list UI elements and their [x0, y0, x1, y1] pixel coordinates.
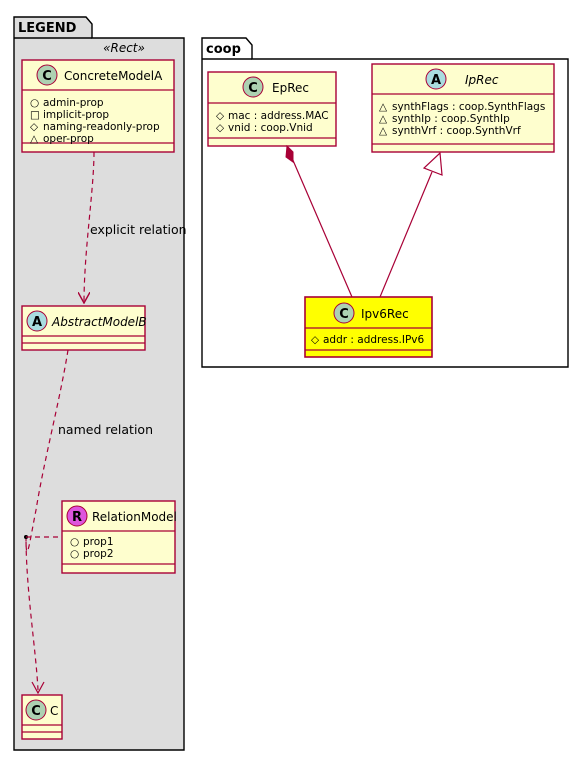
attribute-label: vnid : coop.Vnid: [228, 122, 313, 134]
edge-explicit-relation[interactable]: explicit relation: [84, 151, 187, 303]
attribute-label: prop1: [83, 536, 114, 548]
svg-text:A: A: [431, 73, 441, 88]
abstract-badge-icon: [26, 310, 48, 332]
attribute-visibility-icon: □: [30, 109, 40, 121]
legend-stereotype: «Rect»: [103, 41, 145, 55]
class-ipv6-rec[interactable]: C Ipv6Rec ◇ addr : address.IPv6: [304, 296, 433, 358]
class-name: EpRec: [272, 81, 309, 95]
composition-diamond-icon: [285, 144, 294, 163]
attribute-visibility-icon: ○: [70, 536, 79, 548]
class-badge-icon: [333, 302, 355, 324]
edge-label: explicit relation: [90, 222, 187, 237]
class-ip-rec[interactable]: A IpRec △ synthFlags : coop.SynthFlags △…: [371, 63, 555, 153]
class-abstract-model-b[interactable]: A AbstractModelB: [21, 305, 147, 351]
attribute-label: addr : address.IPv6: [323, 334, 425, 346]
edge-generalization-ipv6rec-iprec[interactable]: [379, 151, 443, 298]
coop-title: coop: [206, 42, 241, 57]
inheritance-triangle-icon: [422, 151, 443, 176]
class-name: ConcreteModelA: [64, 69, 163, 83]
class-badge-icon: [242, 76, 264, 98]
class-badge-icon: [36, 64, 58, 86]
svg-text:A: A: [32, 315, 42, 330]
attribute-label: admin-prop: [43, 97, 104, 109]
legend-title: LEGEND: [18, 21, 77, 36]
attribute-visibility-icon: ◇: [216, 110, 225, 122]
attribute-label: synthVrf : coop.SynthVrf: [392, 125, 521, 137]
svg-text:C: C: [42, 69, 52, 84]
svg-text:C: C: [248, 81, 258, 96]
attribute-visibility-icon: ◇: [30, 121, 39, 133]
class-name: AbstractModelB: [51, 315, 147, 329]
attribute-label: synthIp : coop.SynthIp: [392, 113, 510, 125]
attribute-visibility-icon: ◇: [216, 122, 225, 134]
attribute-label: naming-readonly-prop: [43, 121, 160, 133]
attribute-visibility-icon: ○: [30, 97, 39, 109]
attribute-visibility-icon: △: [379, 125, 388, 137]
abstract-badge-icon: [425, 68, 447, 90]
class-name: RelationModel: [92, 510, 177, 524]
class-ep-rec[interactable]: C EpRec ◇ mac : address.MAC ◇ vnid : coo…: [207, 71, 337, 147]
svg-text:C: C: [31, 704, 41, 719]
svg-text:C: C: [339, 307, 349, 322]
edge-named-relation[interactable]: named relation: [24, 349, 153, 695]
attribute-visibility-icon: ○: [70, 548, 79, 560]
attribute-visibility-icon: △: [379, 113, 388, 125]
attribute-label: implicit-prop: [43, 109, 109, 121]
attribute-label: synthFlags : coop.SynthFlags: [392, 101, 545, 113]
attribute-label: oper-prop: [43, 133, 94, 145]
svg-text:R: R: [72, 510, 82, 525]
edge-composition-eprec-ipv6rec[interactable]: [285, 144, 353, 298]
class-name: C: [50, 704, 58, 718]
class-name: Ipv6Rec: [361, 307, 409, 321]
attribute-label: mac : address.MAC: [228, 110, 329, 122]
attribute-visibility-icon: △: [379, 101, 388, 113]
relation-badge-icon: [66, 505, 88, 527]
class-relation-model[interactable]: R RelationModel ○ prop1 ○ prop2: [61, 500, 177, 574]
attribute-visibility-icon: △: [30, 133, 39, 145]
edge-label: named relation: [58, 422, 153, 437]
attribute-label: prop2: [83, 548, 114, 560]
class-badge-icon: [25, 699, 47, 721]
class-c[interactable]: C C: [21, 694, 63, 740]
class-name: IpRec: [465, 73, 499, 87]
class-concrete-model-a[interactable]: C ConcreteModelA ○ admin-prop □ implicit…: [21, 59, 175, 153]
attribute-visibility-icon: ◇: [311, 334, 320, 346]
